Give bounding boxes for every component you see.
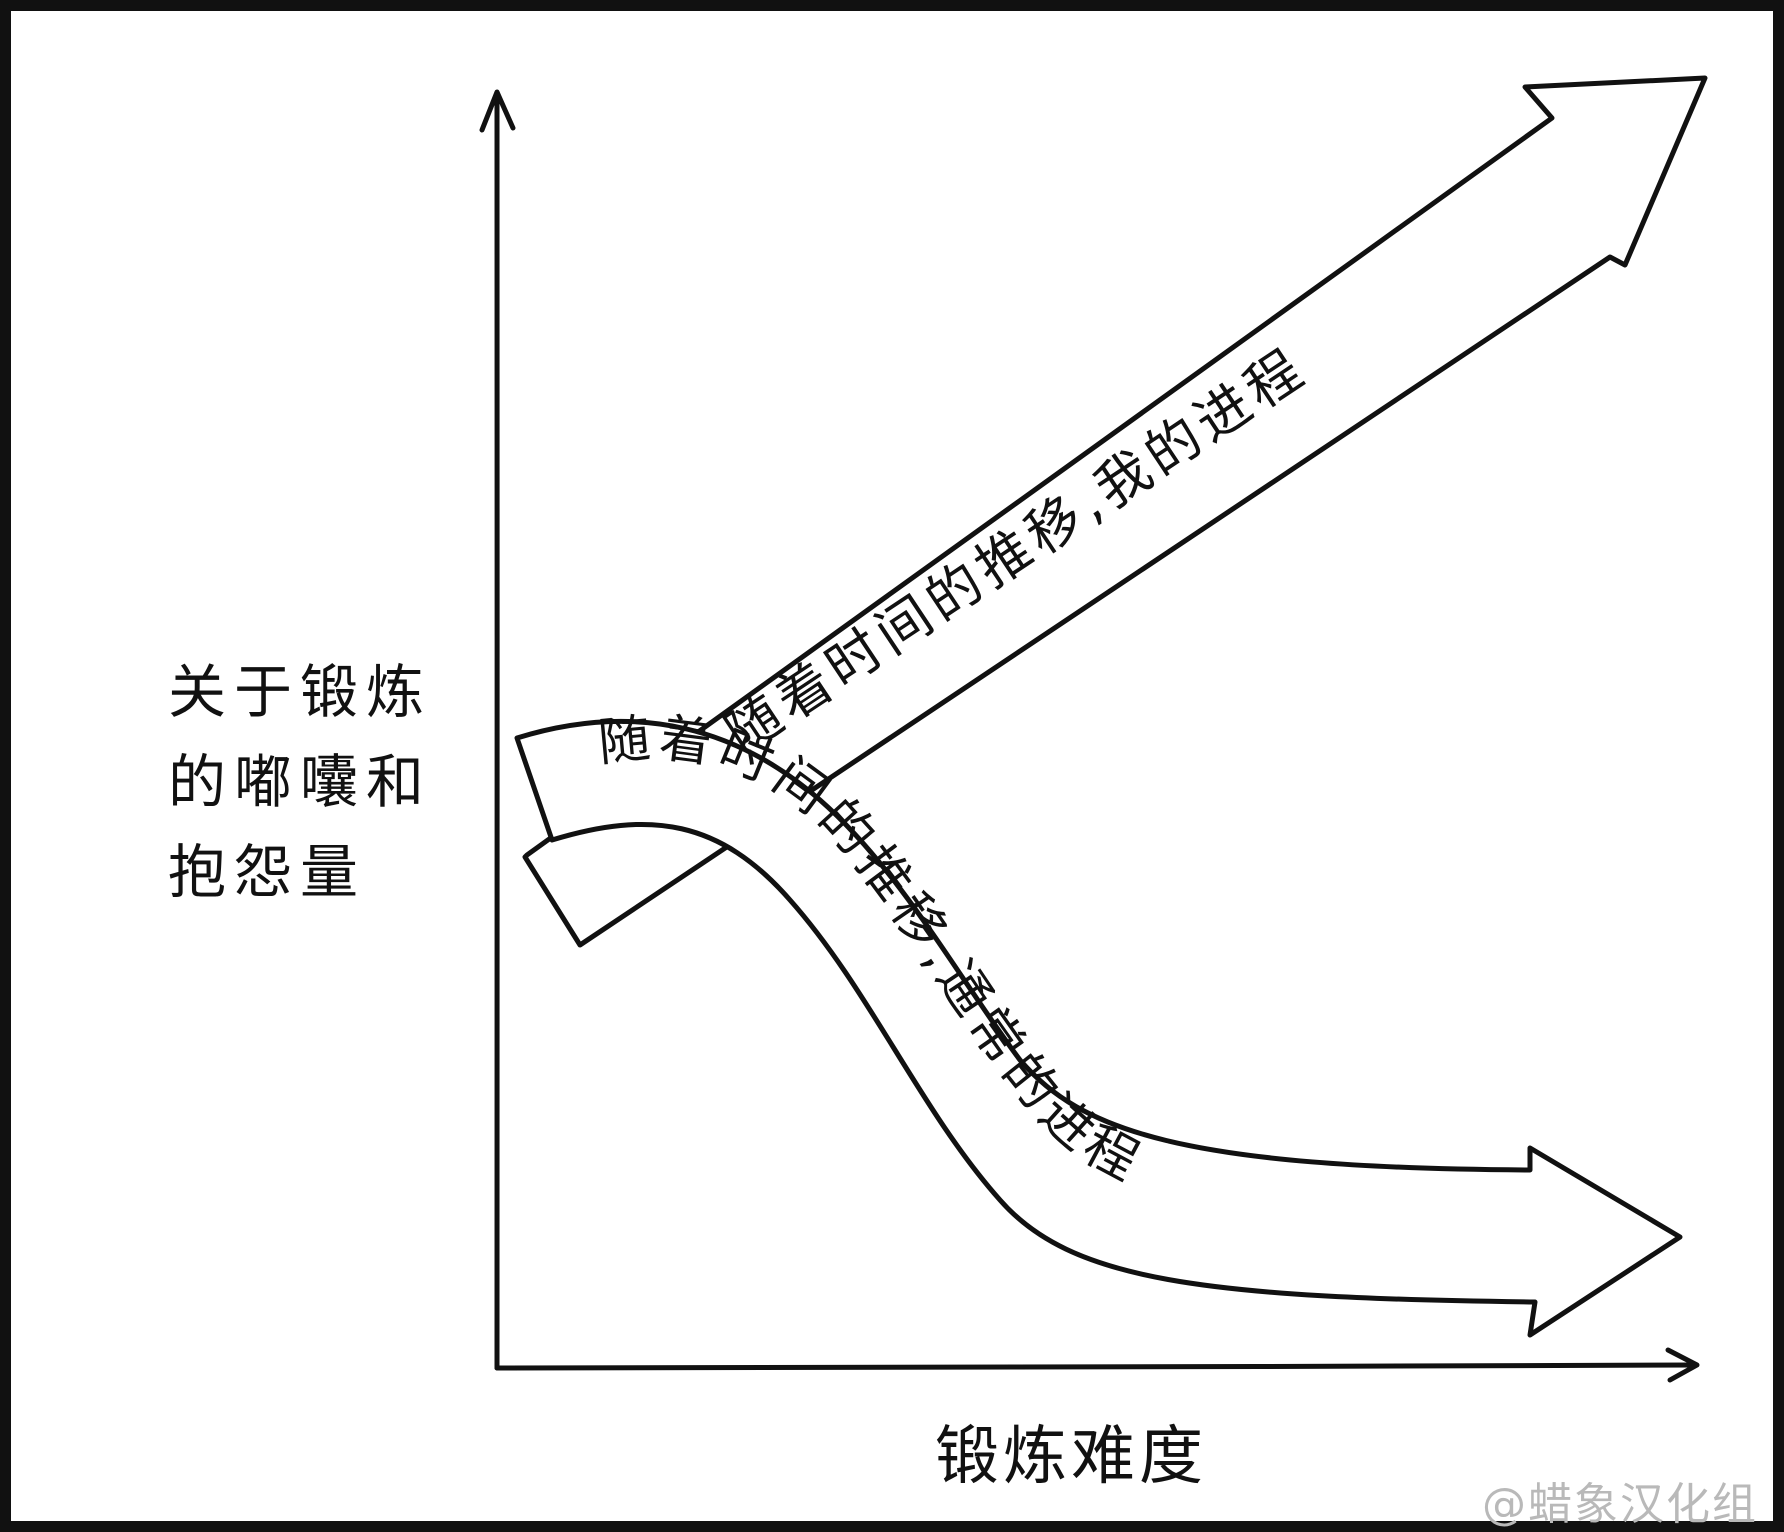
x-axis-label: 锻炼难度	[935, 1420, 1207, 1494]
watermark: @蜡象汉化组	[1482, 1479, 1758, 1530]
y-axis-label-line-1: 关于锻炼	[168, 658, 433, 726]
y-axis	[479, 89, 516, 1371]
x-axis	[494, 1347, 1700, 1383]
arrow-my-progress-label: 随着时间的推移,我的进程	[714, 335, 1318, 766]
arrow-usual-progress: 随着时间的推移,通常的进程	[514, 708, 1683, 1338]
arrow-my-progress-ribbon	[522, 75, 1708, 948]
y-axis-label-line-2: 的嘟囔和	[168, 748, 433, 816]
y-axis-label-line-3: 抱怨量	[168, 838, 367, 906]
arrow-usual-progress-ribbon	[514, 718, 1683, 1338]
